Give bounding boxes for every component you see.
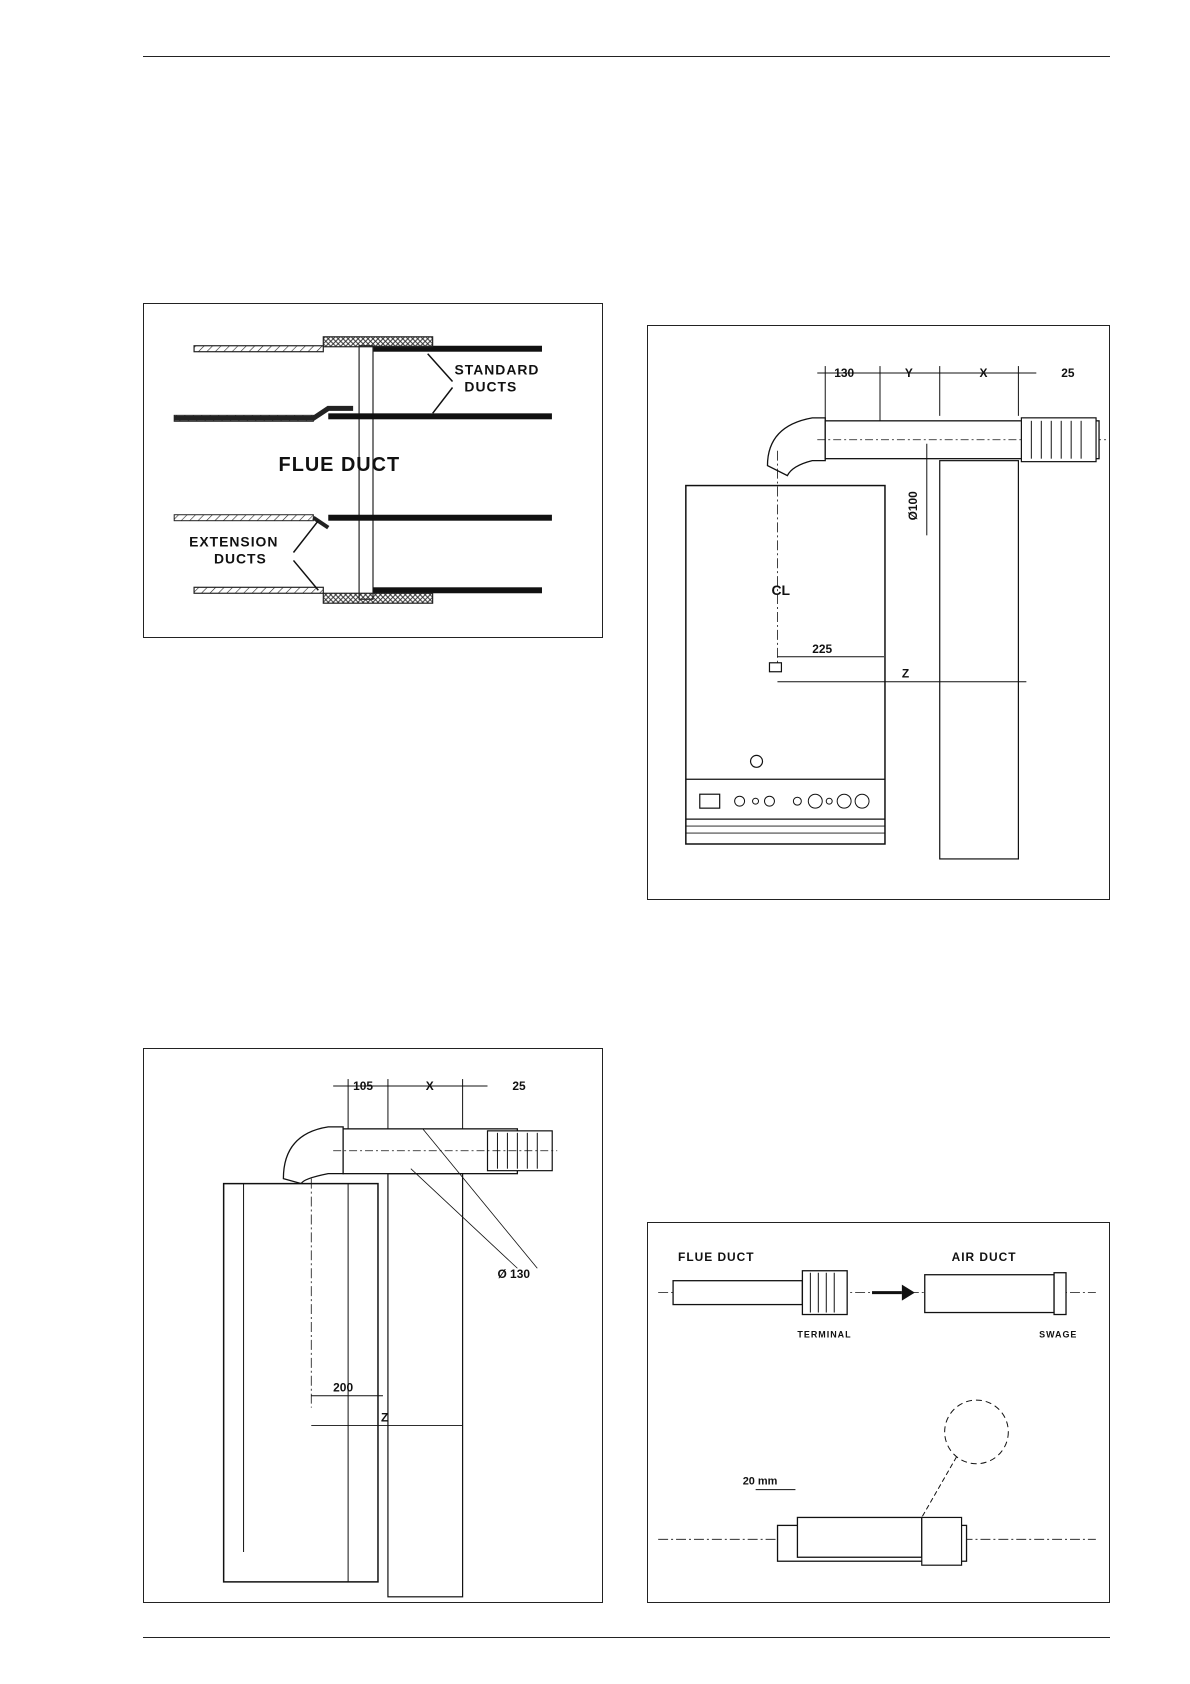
dim-25: 25 — [1061, 366, 1075, 380]
label-extension-ducts: DUCTS — [214, 550, 267, 566]
header-rule — [143, 56, 1110, 57]
arrow-icon — [902, 1285, 915, 1301]
label-cl: CL — [771, 582, 790, 598]
boiler-casing — [686, 486, 885, 844]
dim-diameter-130: Ø 130 — [497, 1267, 530, 1281]
terminal — [1021, 418, 1096, 462]
flue-duct-part — [673, 1281, 802, 1305]
dim-z: Z — [381, 1411, 388, 1425]
dim-105: 105 — [353, 1079, 373, 1093]
dim-x: X — [980, 366, 988, 380]
dim-y: Y — [905, 366, 913, 380]
swage-part — [1054, 1273, 1066, 1315]
dim-diameter-100: Ø100 — [906, 491, 920, 521]
seal-top — [323, 337, 432, 347]
brick-wall — [388, 1174, 463, 1597]
boiler-side-flue-diagram: 130 Y X 25 CL 225 — [648, 326, 1109, 899]
terminal-part — [802, 1271, 847, 1315]
boiler-casing — [224, 1184, 378, 1582]
extension-ducts-diagram: STANDARD DUCTS FLUE DUCT EXTENSION DUCTS — [144, 304, 602, 637]
standard-flue-lower — [328, 515, 552, 521]
dim-25: 25 — [512, 1079, 526, 1093]
standard-flue-upper — [328, 413, 552, 419]
label-standard-ducts: DUCTS — [464, 378, 517, 394]
dim-130: 130 — [834, 366, 854, 380]
extension-air-duct-bottom — [194, 587, 323, 593]
dim-x: X — [426, 1079, 434, 1093]
dim-z: Z — [902, 667, 909, 681]
footer-rule — [143, 1637, 1110, 1638]
label-standard: STANDARD — [455, 362, 540, 378]
figure-extension-ducts: STANDARD DUCTS FLUE DUCT EXTENSION DUCTS — [143, 303, 603, 638]
duct-assembly-diagram: FLUE DUCT AIR DUCT TERMINAL SWAGE 20 mm — [648, 1223, 1109, 1602]
flue-elbow — [283, 1127, 343, 1184]
boiler-rear-flue-diagram: 105 X 25 Ø 130 200 Z — [144, 1049, 602, 1602]
label-flue-duct: FLUE DUCT — [678, 1250, 755, 1264]
assembled-air-duct — [797, 1517, 921, 1557]
label-extension: EXTENSION — [189, 534, 278, 550]
dim-225: 225 — [812, 642, 832, 656]
label-flue-duct: FLUE DUCT — [279, 454, 401, 476]
label-air-duct: AIR DUCT — [952, 1250, 1017, 1264]
figure-duct-assembly: FLUE DUCT AIR DUCT TERMINAL SWAGE 20 mm — [647, 1222, 1110, 1603]
label-swage: SWAGE — [1039, 1329, 1077, 1339]
detail-circle — [945, 1400, 1009, 1464]
figure-boiler-side-flue: 130 Y X 25 CL 225 — [647, 325, 1110, 900]
standard-air-duct-bottom — [373, 587, 542, 593]
dim-20mm: 20 mm — [743, 1476, 778, 1488]
figure-boiler-rear-flue: 105 X 25 Ø 130 200 Z — [143, 1048, 603, 1603]
brick-wall — [940, 461, 1019, 859]
label-terminal: TERMINAL — [797, 1329, 851, 1339]
dim-200: 200 — [333, 1381, 353, 1395]
extension-flue-lower — [174, 515, 313, 521]
air-duct-part — [925, 1275, 1054, 1313]
seal-bottom — [323, 593, 432, 603]
extension-air-duct-top — [194, 346, 323, 352]
flue-elbow — [767, 418, 825, 476]
